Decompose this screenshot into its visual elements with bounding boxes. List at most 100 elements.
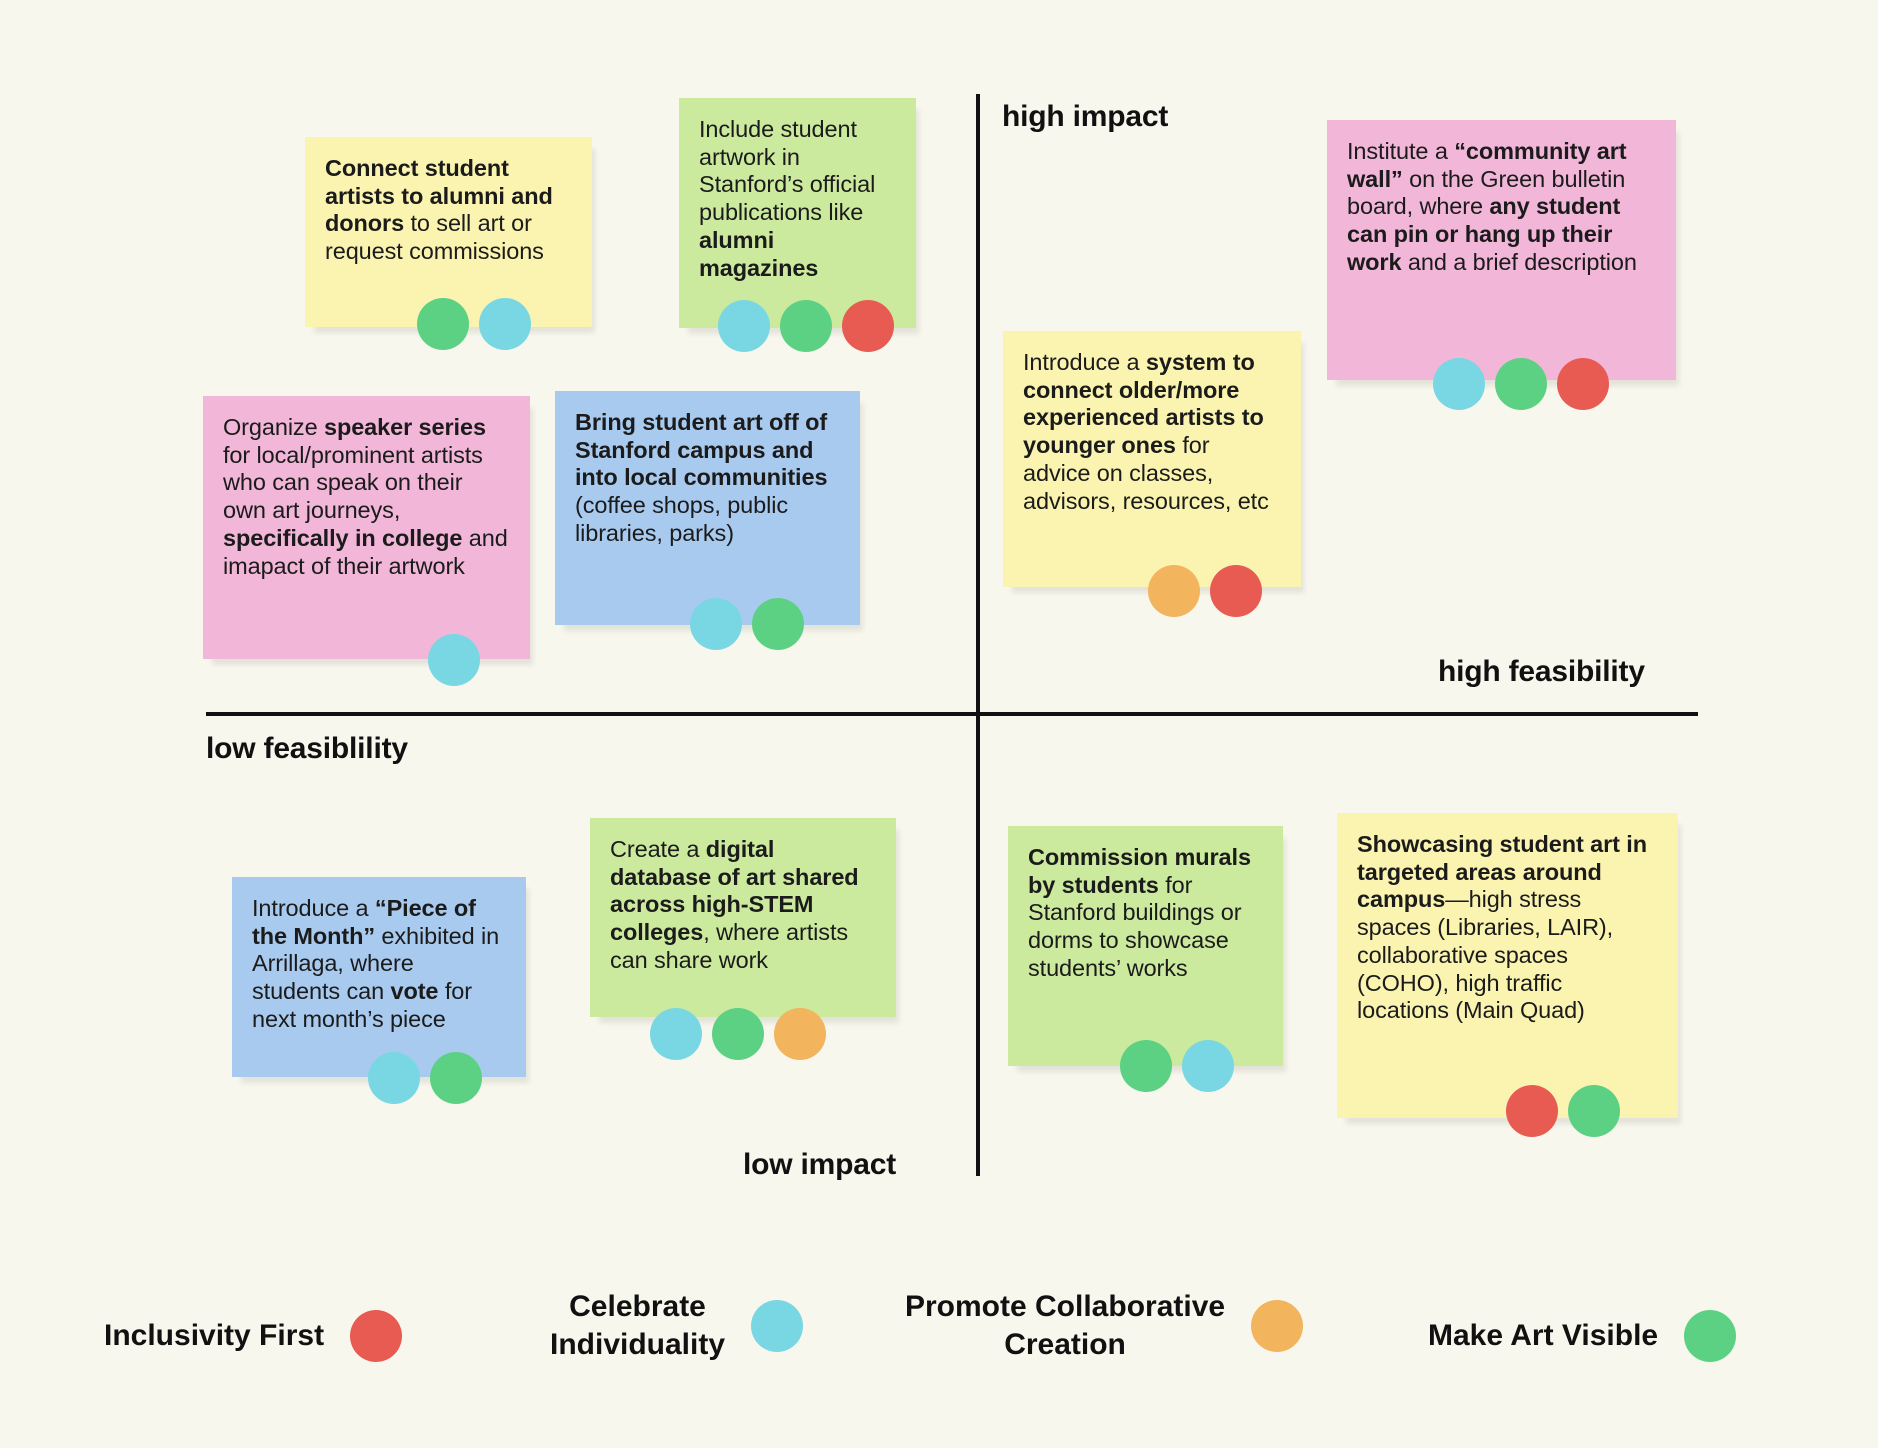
note-bold-text: digital database of art shared across hi… <box>610 836 859 946</box>
dot-orange-icon[interactable] <box>1148 565 1200 617</box>
note-plain-text-2: for advice on classes, advisors, resourc… <box>1023 432 1269 514</box>
axis-label-low-feasibility: low feasiblility <box>206 732 408 765</box>
legend-label: Celebrate Individuality <box>550 1290 726 1361</box>
note-plain-text-2: , where artists can share work <box>610 919 849 973</box>
dot-blue-icon[interactable] <box>718 300 770 352</box>
note-bold-text: “community art wall” <box>1347 138 1627 192</box>
note-plain-text-2: on the Green bulletin board, where <box>1347 165 1626 220</box>
note-plain-text-3: and imapact of their artwork <box>223 524 508 579</box>
note-text: Introduce a “Piece of the Month” exhibit… <box>252 895 506 1034</box>
sticky-note-include-student-artwork[interactable]: Include student artwork in Stanford’s of… <box>679 98 916 328</box>
note-dots-organize-speaker-series <box>428 634 480 686</box>
sticky-note-commission-murals[interactable]: Commission murals by students for Stanfo… <box>1008 826 1283 1066</box>
legend-item-celebrate-individuality[interactable]: Celebrate Individuality <box>550 1288 804 1363</box>
note-text: Bring student art off of Stanford campus… <box>575 409 840 548</box>
dot-green-icon <box>1684 1310 1737 1362</box>
dot-blue-icon[interactable] <box>1182 1040 1234 1092</box>
dot-blue-icon[interactable] <box>368 1052 420 1104</box>
dot-green-icon[interactable] <box>417 298 469 350</box>
note-bold-text: alumni magazines <box>699 226 819 281</box>
horizontal-axis-line <box>206 712 1698 716</box>
dot-blue-icon[interactable] <box>650 1008 702 1060</box>
dot-red-icon[interactable] <box>1557 358 1609 410</box>
note-text: Institute a “community art wall” on the … <box>1347 138 1656 277</box>
dot-green-icon[interactable] <box>1120 1040 1172 1092</box>
dot-red-icon[interactable] <box>1506 1085 1558 1137</box>
legend-item-make-art-visible[interactable]: Make Art Visible <box>1428 1310 1737 1362</box>
note-plain-text: —high stress spaces (Libraries, LAIR), c… <box>1357 886 1614 1024</box>
note-plain-text: Organize <box>223 414 324 440</box>
note-dots-showcasing-student-art <box>1506 1085 1620 1137</box>
note-bold-text-2: any student can pin or hang up their wor… <box>1347 193 1621 275</box>
dot-green-icon[interactable] <box>712 1008 764 1060</box>
note-bold-text: Showcasing student art in targeted areas… <box>1357 831 1647 913</box>
note-plain-text: Introduce a <box>1023 349 1146 375</box>
note-plain-text-2: for local/prominent artists who can spea… <box>223 441 483 524</box>
note-plain-text: Include student artwork in Stanford’s of… <box>699 116 876 226</box>
legend-label: Promote Collaborative Creation <box>905 1290 1226 1361</box>
note-dots-include-student-artwork <box>718 300 894 352</box>
note-text: Showcasing student art in targeted areas… <box>1357 831 1658 1025</box>
axis-label-high-impact: high impact <box>1002 100 1169 133</box>
dot-red-icon <box>350 1310 403 1362</box>
note-dots-introduce-mentorship-system <box>1148 565 1262 617</box>
axis-label-low-impact: low impact <box>743 1148 897 1181</box>
note-plain-text: Introduce a <box>252 895 375 921</box>
dot-orange-icon[interactable] <box>774 1008 826 1060</box>
sticky-note-introduce-mentorship-system[interactable]: Introduce a system to connect older/more… <box>1003 331 1301 587</box>
dot-blue-icon <box>751 1299 804 1352</box>
note-dots-piece-of-the-month <box>368 1052 482 1104</box>
note-plain-text: to sell art or request commissions <box>325 210 544 265</box>
sticky-note-bring-student-art-off-campus[interactable]: Bring student art off of Stanford campus… <box>555 391 860 625</box>
sticky-note-digital-database-of-art[interactable]: Create a digital database of art shared … <box>590 818 896 1017</box>
note-bold-text-2: specifically in college <box>223 524 463 551</box>
sticky-note-community-art-wall[interactable]: Institute a “community art wall” on the … <box>1327 120 1676 380</box>
note-bold-text: Commission murals by students <box>1028 844 1251 898</box>
dot-red-icon[interactable] <box>1210 565 1262 617</box>
legend-item-inclusivity-first[interactable]: Inclusivity First <box>104 1310 403 1362</box>
note-bold-text: “Piece of the Month” <box>252 895 476 949</box>
note-plain-text: Institute a <box>1347 138 1455 164</box>
note-plain-text-3: and a brief description <box>1401 248 1637 275</box>
axis-label-high-feasibility: high feasibility <box>1438 655 1645 688</box>
sticky-note-connect-student-artists[interactable]: Connect student artists to alumni and do… <box>305 137 592 327</box>
legend-label: Make Art Visible <box>1428 1319 1659 1353</box>
note-plain-text: Create a <box>610 836 706 862</box>
note-dots-community-art-wall <box>1433 358 1609 410</box>
dot-blue-icon[interactable] <box>479 298 531 350</box>
legend: Inclusivity First Celebrate Individualit… <box>0 1268 1878 1398</box>
dot-orange-icon <box>1251 1299 1304 1352</box>
sticky-note-piece-of-the-month[interactable]: Introduce a “Piece of the Month” exhibit… <box>232 877 526 1077</box>
note-text: Introduce a system to connect older/more… <box>1023 349 1281 515</box>
legend-label: Inclusivity First <box>104 1319 325 1353</box>
legend-item-promote-collaborative-creation[interactable]: Promote Collaborative Creation <box>905 1288 1304 1363</box>
dot-blue-icon[interactable] <box>690 598 742 650</box>
note-bold-text: Connect student artists to alumni and do… <box>325 155 553 237</box>
sticky-note-organize-speaker-series[interactable]: Organize speaker series for local/promin… <box>203 396 530 659</box>
dot-green-icon[interactable] <box>1495 358 1547 410</box>
note-plain-text: (coffee shops, public libraries, parks) <box>575 492 789 546</box>
dot-green-icon[interactable] <box>752 598 804 650</box>
note-plain-text-2: exhibited in Arrillaga, where students c… <box>252 922 500 1005</box>
note-text: Commission murals by students for Stanfo… <box>1028 844 1263 983</box>
note-plain-text-3: for next month’s piece <box>252 978 472 1032</box>
dot-blue-icon[interactable] <box>428 634 480 686</box>
note-text: Connect student artists to alumni and do… <box>325 155 572 266</box>
dot-green-icon[interactable] <box>430 1052 482 1104</box>
dot-green-icon[interactable] <box>1568 1085 1620 1137</box>
dot-red-icon[interactable] <box>842 300 894 352</box>
note-bold-text: Bring student art off of Stanford campus… <box>575 409 828 491</box>
note-bold-text: system to connect older/more experienced… <box>1023 349 1264 459</box>
dot-blue-icon[interactable] <box>1433 358 1485 410</box>
note-dots-digital-database-of-art <box>650 1008 826 1060</box>
note-plain-text: for Stanford buildings or dorms to showc… <box>1028 871 1242 981</box>
dot-green-icon[interactable] <box>780 300 832 352</box>
note-text: Organize speaker series for local/promin… <box>223 414 510 580</box>
sticky-note-showcasing-student-art[interactable]: Showcasing student art in targeted areas… <box>1337 813 1678 1118</box>
note-text: Include student artwork in Stanford’s of… <box>699 116 896 282</box>
note-dots-connect-student-artists <box>417 298 531 350</box>
note-text: Create a digital database of art shared … <box>610 836 876 975</box>
note-dots-commission-murals <box>1120 1040 1234 1092</box>
note-dots-bring-student-art-off-campus <box>690 598 804 650</box>
